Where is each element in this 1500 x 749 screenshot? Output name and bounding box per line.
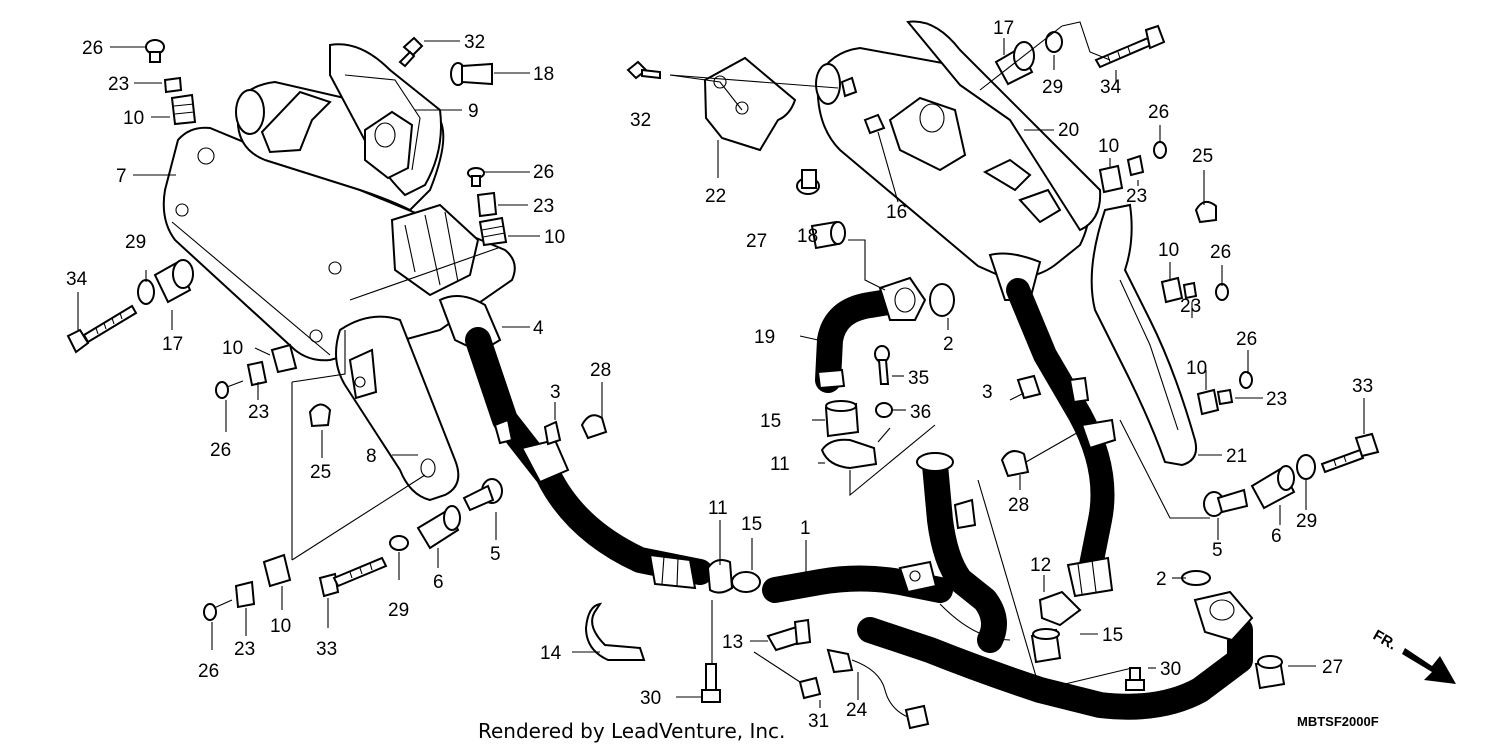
callout-23: 23: [248, 402, 269, 423]
callout-29: 29: [388, 600, 409, 621]
callout-28: 28: [1008, 495, 1029, 516]
callout-27: 27: [1322, 657, 1343, 678]
callout-17: 17: [993, 18, 1014, 39]
callout-15: 15: [1102, 625, 1123, 646]
callout-2: 2: [1156, 569, 1167, 590]
callout-10: 10: [270, 616, 291, 637]
callout-5: 5: [490, 544, 501, 565]
callout-29: 29: [1042, 77, 1063, 98]
right-hardware: [626, 24, 1380, 690]
callout-29: 29: [125, 232, 146, 253]
callout-26: 26: [210, 440, 231, 461]
callout-25: 25: [310, 462, 331, 483]
callout-34: 34: [1100, 77, 1122, 98]
callout-32: 32: [464, 32, 485, 53]
callout-8: 8: [366, 446, 377, 467]
callout-22: 22: [705, 186, 726, 207]
callout-23: 23: [108, 74, 129, 95]
credit-text: Rendered by LeadVenture, Inc.: [478, 719, 785, 743]
callout-5: 5: [1212, 540, 1223, 561]
callout-26: 26: [1210, 242, 1231, 263]
left-hardware: [66, 36, 608, 621]
callout-26: 26: [198, 661, 219, 682]
callout-31: 31: [808, 711, 829, 732]
callout-24: 24: [846, 700, 868, 721]
callout-18: 18: [533, 64, 554, 85]
callout-26: 26: [1236, 329, 1257, 350]
callout-11: 11: [770, 454, 790, 475]
callout-29: 29: [1296, 511, 1317, 532]
front-direction-indicator: FR.: [1370, 627, 1456, 684]
callout-11: 11: [708, 498, 728, 519]
callout-2: 2: [943, 334, 954, 355]
front-arrow-icon: [1402, 648, 1456, 684]
callout-33: 33: [316, 639, 337, 660]
callout-21: 21: [1226, 446, 1247, 467]
callout-26: 26: [1148, 102, 1169, 123]
callout-15: 15: [760, 411, 781, 432]
callout-23: 23: [1126, 186, 1147, 207]
leader-lines: [77, 21, 1365, 708]
callout-10: 10: [1158, 240, 1179, 261]
left-muffler-assembly: [162, 43, 713, 590]
callout-23: 23: [533, 196, 554, 217]
front-marker: FR.: [1370, 627, 1399, 654]
callout-16: 16: [886, 202, 907, 223]
callout-3: 3: [982, 382, 993, 403]
callout-1: 1: [800, 518, 811, 539]
callout-27: 27: [746, 231, 767, 252]
callout-3: 3: [550, 382, 561, 403]
callout-7: 7: [116, 166, 127, 187]
callout-30: 30: [640, 688, 661, 709]
callout-33: 33: [1352, 376, 1373, 397]
callout-labels: 26 23 10 7 29 34 17 32 18 9 26 23 10 4 1…: [66, 18, 1373, 732]
callout-13: 13: [722, 632, 743, 653]
callout-17: 17: [162, 334, 183, 355]
callout-30: 30: [1160, 659, 1181, 680]
muffler-protector-22: [703, 56, 797, 152]
callout-32: 32: [630, 110, 651, 131]
muffler-body-lower-8: [335, 315, 460, 502]
callout-10: 10: [1098, 136, 1119, 157]
callout-14: 14: [540, 643, 562, 664]
callout-26: 26: [533, 162, 554, 183]
callout-25: 25: [1192, 146, 1213, 167]
callout-26: 26: [82, 38, 103, 59]
callout-10: 10: [544, 227, 565, 248]
callout-23: 23: [234, 639, 255, 660]
diagram-code: MBTSF2000F: [1297, 714, 1379, 729]
muffler-cover-20: [906, 20, 1102, 232]
muffler-protector-21: [1090, 203, 1198, 467]
callout-15: 15: [741, 514, 762, 535]
callout-28: 28: [590, 360, 611, 381]
callout-10: 10: [123, 108, 144, 129]
callout-10: 10: [222, 338, 243, 359]
callout-23: 23: [1266, 389, 1287, 410]
callout-35: 35: [908, 368, 929, 389]
callout-23: 23: [1180, 296, 1201, 317]
callout-6: 6: [433, 572, 444, 593]
exhaust-pipe-assembly: [584, 276, 1254, 730]
callout-9: 9: [468, 101, 479, 122]
callout-4: 4: [533, 318, 544, 339]
callout-19: 19: [754, 327, 775, 348]
callout-34: 34: [66, 269, 88, 290]
callout-18: 18: [797, 226, 818, 247]
callout-6: 6: [1271, 526, 1282, 547]
callout-10: 10: [1186, 358, 1207, 379]
right-muffler-assembly: [703, 20, 1198, 598]
callout-12: 12: [1030, 555, 1051, 576]
callout-20: 20: [1058, 120, 1079, 141]
callout-36: 36: [910, 402, 931, 423]
